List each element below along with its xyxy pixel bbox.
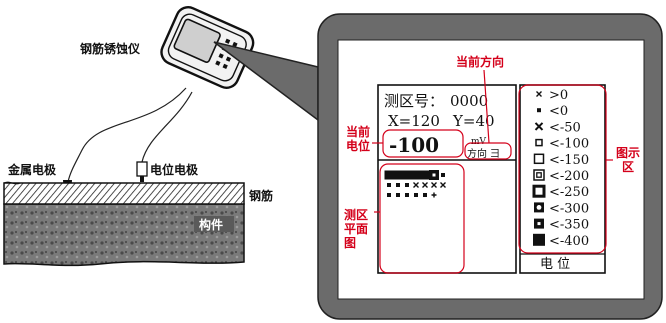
plan-cell — [440, 182, 446, 188]
legend-item: <-350 — [534, 218, 589, 233]
plan-label-3: 图 — [344, 236, 356, 250]
plan-label-1: 测区 — [344, 207, 368, 222]
plan-label-2: 平面 — [344, 222, 368, 236]
plan-cell — [429, 170, 439, 180]
legend-item: <-250 — [532, 184, 589, 200]
legend-symbol-icon — [533, 233, 545, 246]
legend-symbol-icon — [534, 122, 544, 131]
legend-item-label: >0 — [549, 88, 568, 103]
legend-item-label: <0 — [549, 104, 568, 119]
legend-symbol-icon — [533, 153, 545, 165]
legend-area-label-2: 区 — [622, 160, 634, 174]
legend-item: <-300 — [534, 201, 589, 216]
x-coordinate: X=120 — [388, 112, 440, 130]
legend-item-label: <-250 — [549, 185, 589, 200]
legend-symbol-icon — [535, 138, 543, 147]
legend-item: <0 — [537, 104, 568, 119]
metal-electrode-label: 金属电极 — [7, 162, 57, 177]
member-label: 构件 — [199, 217, 223, 232]
current-potential-label-1: 当前 — [346, 124, 370, 139]
plan-cell — [420, 170, 430, 180]
metal-electrode-cable — [67, 87, 187, 183]
legend-item-label: <-150 — [549, 153, 589, 168]
zone-no-label: 测区号： — [384, 92, 444, 110]
current-potential-label-2: 电位 — [346, 138, 370, 153]
legend-symbol-icon — [533, 169, 545, 181]
legend-item-label: <-50 — [549, 120, 581, 135]
legend-footer: 电 位 — [540, 257, 570, 272]
potential-electrode-label: 电位电极 — [150, 162, 199, 177]
direction-button-label: 方向 — [467, 147, 487, 160]
direction-pointer — [483, 69, 490, 144]
plan-cell — [431, 182, 437, 188]
zone-no-value: 0000 — [450, 92, 488, 110]
legend-item: <-100 — [535, 137, 589, 152]
concrete-member — [3, 181, 245, 267]
legend-item-label: <-400 — [549, 234, 589, 249]
legend-items: >0<0<-50 <-100<-150<-200<-250<-300 <-350<-… — [532, 88, 589, 249]
legend-item: <-400 — [533, 233, 589, 249]
plan-cell — [441, 173, 445, 177]
plan-cell — [393, 170, 403, 180]
rebar-layer — [3, 182, 245, 205]
plan-cell — [402, 170, 412, 180]
legend-item: <-150 — [533, 153, 589, 168]
legend-symbol-icon — [536, 91, 542, 97]
potential-value: -100 — [389, 133, 439, 157]
plan-cell — [413, 182, 419, 188]
plan-highlight — [379, 163, 465, 274]
plan-cell — [411, 170, 421, 180]
plan-cell — [423, 193, 427, 197]
legend-item: <-200 — [533, 169, 589, 184]
plan-cell — [387, 183, 391, 187]
y-coordinate: Y=40 — [452, 112, 495, 130]
legend-item: >0 — [536, 88, 568, 103]
legend-symbol-icon — [534, 218, 544, 229]
legend-item: <-50 — [534, 120, 581, 135]
rebar-label: 钢筋 — [249, 188, 273, 203]
plan-cell — [414, 193, 418, 197]
potential-electrode-cable — [141, 91, 193, 163]
potential-electrode — [136, 161, 148, 182]
legend-area-label-1: 图示 — [616, 146, 640, 160]
annotation-highlights — [372, 69, 613, 274]
legend-item-label: <-200 — [549, 169, 589, 184]
plan-cell — [422, 182, 428, 188]
legend-item-label: <-300 — [549, 201, 589, 216]
plan-cell — [405, 193, 409, 197]
legend-symbol-icon — [532, 184, 546, 198]
legend-symbol-icon — [534, 202, 544, 213]
plan-cell — [387, 193, 391, 197]
plan-cell — [384, 170, 394, 180]
current-direction-label: 当前方向 — [456, 54, 504, 69]
plan-cell — [396, 193, 400, 197]
legend-symbol-icon — [537, 108, 541, 113]
legend-item-label: <-100 — [549, 137, 589, 152]
plan-cell — [405, 183, 409, 187]
legend-highlight — [518, 84, 607, 254]
legend-item-label: <-350 — [549, 218, 589, 233]
rebar-corrosion-meter-device — [160, 6, 255, 89]
device-label: 钢筋锈蚀仪 — [80, 41, 141, 56]
direction-glyph: 彐 — [490, 149, 500, 160]
plan-cell — [396, 183, 400, 187]
zone-plan-map — [384, 170, 446, 198]
plan-cell — [431, 192, 437, 198]
direction-highlight — [464, 142, 512, 160]
unit-mv: mV — [471, 137, 487, 147]
